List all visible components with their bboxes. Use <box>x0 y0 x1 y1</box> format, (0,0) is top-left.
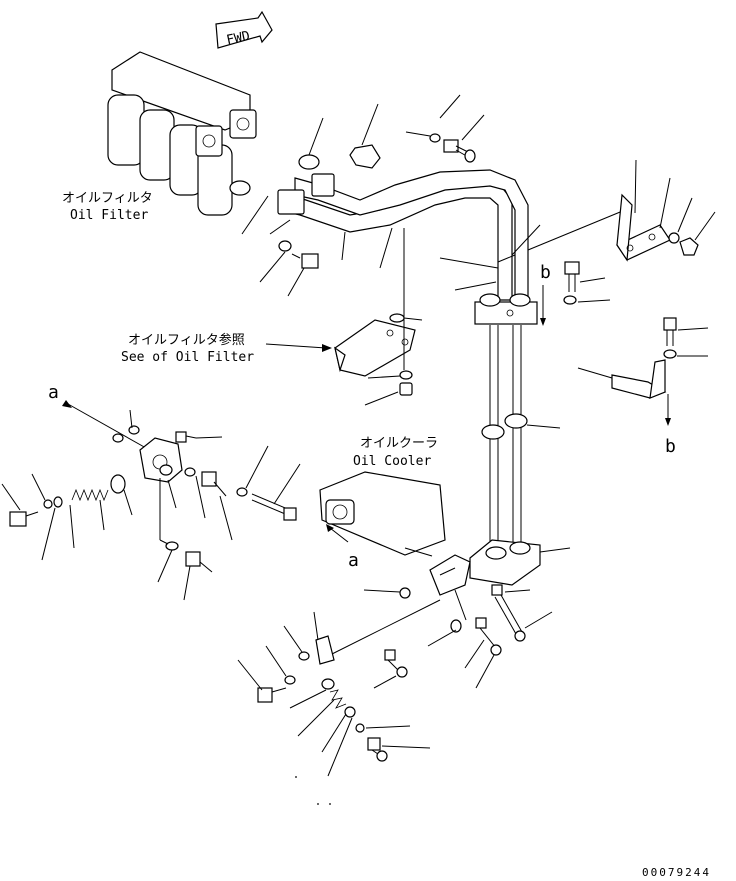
gasket-upper <box>298 154 320 170</box>
bolt-b <box>564 261 580 292</box>
valve-bolt-mid <box>201 471 227 497</box>
valve-oring-2 <box>128 425 140 435</box>
valve-washer-2 <box>184 467 196 477</box>
bracket-oil-filter <box>334 319 416 377</box>
lower-spring <box>329 689 347 709</box>
lower-bolt-2 <box>367 737 388 762</box>
valve-washer-3 <box>236 487 248 497</box>
bolt-top <box>443 139 476 163</box>
oil-filter-label-jp: オイルフィルタ <box>62 191 153 206</box>
arrow-b-lower <box>665 418 671 426</box>
cooler-bracket <box>429 554 471 596</box>
drawing-number: 00079244 <box>642 866 711 879</box>
arrow-see-oil-filter <box>322 344 332 352</box>
bolt-middle-lower <box>384 649 408 678</box>
pipes-upper <box>277 169 529 301</box>
oil-cooler-label-en: Oil Cooler <box>353 454 431 469</box>
bracket-upper-right <box>616 193 671 262</box>
ref-a-upper: a <box>48 382 59 403</box>
see-oil-filter-label-en: See of Oil Filter <box>121 350 254 365</box>
bolt-left <box>291 253 319 269</box>
pipe-connector-block <box>469 539 541 586</box>
lower-bolt-1 <box>257 687 287 703</box>
valve-poppet <box>110 474 126 494</box>
clamp-top <box>349 144 381 169</box>
fwd-arrow: FWD <box>215 10 273 49</box>
nut-ur <box>679 237 699 256</box>
washer-ur <box>668 232 680 244</box>
lower-oring <box>344 706 356 718</box>
ref-b-lower: b <box>665 436 676 457</box>
washer-bracket <box>399 370 413 380</box>
valve-bolt-lower <box>185 551 213 573</box>
gasket-lower <box>229 180 251 196</box>
see-oil-filter-label-jp: オイルフィルタ参照 <box>128 332 245 348</box>
arrow-b-upper <box>540 318 546 326</box>
valve-ring <box>53 496 63 508</box>
valve-washer-4 <box>165 541 179 551</box>
washer-top <box>429 133 441 143</box>
pipe-oring-b <box>504 413 528 429</box>
oil-cooler-label-jp: オイルクーラ <box>360 436 438 451</box>
bolt-lower-right <box>663 317 677 346</box>
oil-cooler <box>319 471 446 556</box>
ref-b-upper: b <box>540 262 551 283</box>
relief-valve-body <box>139 437 183 483</box>
valve-plug-bolt <box>9 511 39 527</box>
valve-long-bolt <box>251 493 297 521</box>
washer-b <box>563 295 577 305</box>
ref-a-lower: a <box>348 550 359 571</box>
oil-filter-assembly <box>107 51 257 216</box>
washer-left <box>278 240 292 252</box>
arrow-a-lower <box>326 524 334 532</box>
valve-bolt-top <box>175 431 197 443</box>
nut-bracket <box>399 382 413 396</box>
fwd-label: FWD <box>225 29 251 49</box>
lower-washer-3 <box>355 723 365 733</box>
lower-washer-1 <box>298 651 310 661</box>
lower-washer-2 <box>284 675 296 685</box>
oil-filter-label-en: Oil Filter <box>70 208 148 223</box>
pipe-oring-a <box>481 424 505 440</box>
connector-bolts <box>475 584 526 656</box>
washer-lr <box>663 349 677 359</box>
arrow-a-upper <box>62 400 72 408</box>
valve-spring <box>71 488 109 502</box>
valve-oring-1 <box>112 433 124 443</box>
valve-plug <box>159 464 173 476</box>
valve-washer <box>43 499 53 509</box>
cooler-stud <box>450 619 462 633</box>
pipe-bracket <box>474 293 538 325</box>
lower-clamp <box>315 635 335 665</box>
lower-cap <box>321 678 335 690</box>
bracket-lower-right <box>611 359 667 399</box>
cooler-bolt-head <box>399 587 411 599</box>
spacer <box>389 313 405 323</box>
